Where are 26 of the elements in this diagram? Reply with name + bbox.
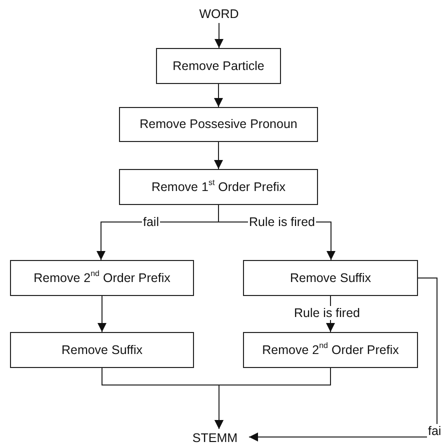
process-box — [243, 260, 418, 296]
arrow — [214, 22, 224, 48]
arrow — [214, 84, 223, 108]
process-box — [156, 48, 281, 84]
edge-label: fail — [142, 215, 160, 229]
box-label: Remove Particle — [172, 60, 264, 72]
box-label: Remove 1$^{st}$ Order Prefix — [151, 180, 286, 194]
process-box — [10, 260, 194, 296]
box-label: Remove Suffix — [290, 272, 372, 284]
process-box — [10, 332, 194, 368]
arrow — [98, 296, 106, 332]
process-box — [119, 107, 318, 142]
edge-label: Rule is fired — [293, 306, 361, 320]
arrow — [214, 142, 223, 170]
box-label: Remove 2$^{nd}$ Order Prefix — [34, 272, 170, 284]
box-label: Remove Possesive Pronoun — [140, 118, 298, 131]
box-label: Remove Suffix — [61, 344, 143, 356]
arrow — [214, 368, 331, 430]
edge-label: fai — [427, 424, 442, 438]
process-box — [243, 332, 418, 368]
terminal-label: WORD — [199, 8, 239, 20]
box-label: Remove 2$^{nd}$ Order Prefix — [262, 344, 399, 356]
edge-label: Rule is fired — [248, 215, 316, 229]
terminal-label: STEMM — [192, 432, 238, 444]
process-box — [119, 169, 318, 205]
arrow — [248, 278, 438, 442]
